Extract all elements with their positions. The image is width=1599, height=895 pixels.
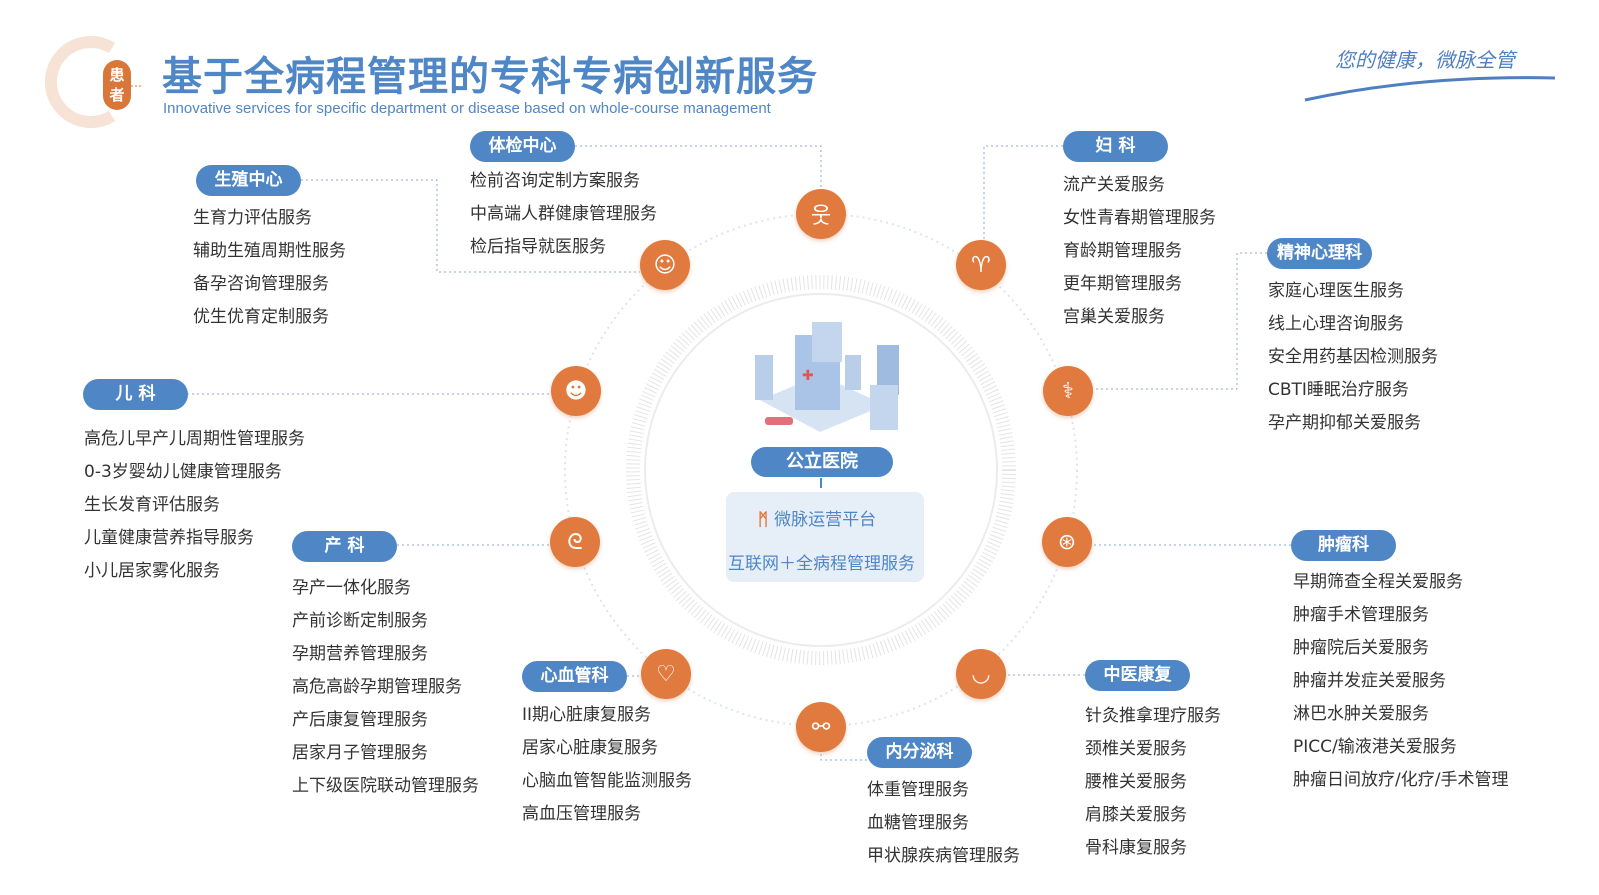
service-item: 家庭心理医生服务 bbox=[1268, 281, 1404, 301]
cell-icon: ⊛ bbox=[1042, 517, 1092, 567]
department-label: 精神心理科 bbox=[1267, 238, 1372, 269]
service-item: 早期筛查全程关爱服务 bbox=[1293, 572, 1463, 592]
service-item: 辅助生殖周期性服务 bbox=[193, 241, 346, 261]
service-list: 生育力评估服务辅助生殖周期性服务备孕咨询管理服务优生优育定制服务 bbox=[193, 202, 346, 334]
fetus-icon: ᘓ bbox=[550, 517, 600, 567]
service-item: 肿瘤日间放疗/化疗/手术管理 bbox=[1293, 770, 1509, 790]
service-list: 孕产一体化服务产前诊断定制服务孕期营养管理服务高危高龄孕期管理服务产后康复管理服… bbox=[292, 572, 479, 803]
service-item: 宫巢关爱服务 bbox=[1063, 307, 1165, 327]
uterus-icon: ♈ bbox=[956, 240, 1006, 290]
department-label: 内分泌科 bbox=[867, 737, 972, 768]
service-item: 产后康复管理服务 bbox=[292, 710, 428, 730]
service-item: 小儿居家雾化服务 bbox=[84, 561, 220, 581]
service-item: 高危高龄孕期管理服务 bbox=[292, 677, 462, 697]
page-title: 基于全病程管理的专科专病创新服务 bbox=[162, 54, 818, 100]
service-item: 安全用药基因检测服务 bbox=[1268, 347, 1438, 367]
slogan: 您的健康，微脉全管 bbox=[1335, 48, 1515, 72]
slogan-swoosh bbox=[1304, 76, 1556, 102]
service-item: 淋巴水肿关爱服务 bbox=[1293, 704, 1429, 724]
service-item: 高危儿早产儿周期性管理服务 bbox=[84, 429, 305, 449]
face-search-icon: ☺ bbox=[640, 240, 690, 290]
hospital-illustration: ✚ bbox=[755, 322, 899, 432]
service-item: 肩膝关爱服务 bbox=[1085, 805, 1187, 825]
service-item: 肿瘤手术管理服务 bbox=[1293, 605, 1429, 625]
service-item: 孕期营养管理服务 bbox=[292, 644, 428, 664]
service-item: 血糖管理服务 bbox=[867, 813, 969, 833]
service-list: 高危儿早产儿周期性管理服务 0-3岁婴幼儿健康管理服务生长发育评估服务儿童健康营养… bbox=[84, 423, 305, 588]
connectors bbox=[187, 145, 1291, 761]
service-item: 孕产一体化服务 bbox=[292, 578, 411, 598]
page-subtitle: Innovative services for specific departm… bbox=[163, 100, 771, 117]
department-label: 产 科 bbox=[292, 531, 397, 562]
service-item: 孕产期抑郁关爱服务 bbox=[1268, 413, 1421, 433]
molecule-icon: ⚯ bbox=[796, 702, 846, 752]
service-item: 生长发育评估服务 bbox=[84, 495, 220, 515]
service-list: 针灸推拿理疗服务颈椎关爱服务腰椎关爱服务肩膝关爱服务骨科康复服务 bbox=[1085, 700, 1221, 865]
department-label: 妇 科 bbox=[1063, 131, 1168, 162]
service-item: 流产关爱服务 bbox=[1063, 175, 1165, 195]
service-item: PICC/输液港关爱服务 bbox=[1293, 737, 1457, 757]
service-item: 体重管理服务 bbox=[867, 780, 969, 800]
patient-badge: 患者 bbox=[103, 60, 131, 110]
service-item: 备孕咨询管理服务 bbox=[193, 274, 329, 294]
department-label: 生殖中心 bbox=[196, 165, 301, 196]
svg-text:✚: ✚ bbox=[802, 368, 814, 384]
service-item: 更年期管理服务 bbox=[1063, 274, 1182, 294]
service-item: 0-3岁婴幼儿健康管理服务 bbox=[84, 462, 282, 482]
person-icon: 웃 bbox=[796, 189, 846, 239]
service-item: 检后指导就医服务 bbox=[470, 237, 606, 257]
service-list: 早期筛查全程关爱服务肿瘤手术管理服务肿瘤院后关爱服务肿瘤并发症关爱服务淋巴水肿关… bbox=[1293, 566, 1508, 797]
logo-arc bbox=[45, 36, 116, 128]
service-item: CBTI睡眠治疗服务 bbox=[1268, 380, 1409, 400]
department-label: 心血管科 bbox=[522, 661, 627, 692]
service-item: 生育力评估服务 bbox=[193, 208, 312, 228]
service-list: 家庭心理医生服务线上心理咨询服务安全用药基因检测服务 CBTI睡眠治疗服务孕产期抑… bbox=[1268, 275, 1438, 440]
service-list: 流产关爱服务女性青春期管理服务育龄期管理服务更年期管理服务宫巢关爱服务 bbox=[1063, 169, 1216, 334]
service-item: 针灸推拿理疗服务 bbox=[1085, 706, 1221, 726]
service-item: 腰椎关爱服务 bbox=[1085, 772, 1187, 792]
service-item: 育龄期管理服务 bbox=[1063, 241, 1182, 261]
service-item: 心脑血管智能监测服务 bbox=[522, 771, 692, 791]
service-item: 颈椎关爱服务 bbox=[1085, 739, 1187, 759]
service-item: 中高端人群健康管理服务 bbox=[470, 204, 657, 224]
platform-logo-icon: ᛗ bbox=[758, 510, 775, 530]
service-item: 甲状腺疾病管理服务 bbox=[867, 846, 1020, 866]
department-label: 肿瘤科 bbox=[1291, 530, 1396, 561]
service-item: 高血压管理服务 bbox=[522, 804, 641, 824]
department-label: 体检中心 bbox=[470, 131, 575, 162]
service-item: 骨科康复服务 bbox=[1085, 838, 1187, 858]
service-item: 上下级医院联动管理服务 bbox=[292, 776, 479, 796]
platform-label: ᛗ 微脉运营平台 bbox=[758, 505, 876, 530]
service-item: 优生优育定制服务 bbox=[193, 307, 329, 327]
baby-icon: ☻ bbox=[551, 366, 601, 416]
service-item: 肿瘤院后关爱服务 bbox=[1293, 638, 1429, 658]
service-item: 肿瘤并发症关爱服务 bbox=[1293, 671, 1446, 691]
hospital-label: 公立医院 bbox=[751, 447, 893, 477]
service-item: 检前咨询定制方案服务 bbox=[470, 171, 640, 191]
service-item: 线上心理咨询服务 bbox=[1268, 314, 1404, 334]
service-item: II期心脏康复服务 bbox=[522, 705, 652, 725]
department-label: 中医康复 bbox=[1085, 660, 1190, 691]
platform-name: 微脉运营平台 bbox=[774, 510, 877, 530]
doctor-icon: ⚕ bbox=[1043, 366, 1093, 416]
service-list: II期心脏康复服务居家心脏康复服务心脑血管智能监测服务高血压管理服务 bbox=[522, 699, 692, 831]
service-list: 检前咨询定制方案服务中高端人群健康管理服务检后指导就医服务 bbox=[470, 165, 657, 264]
heart-icon: ♡ bbox=[641, 649, 691, 699]
platform-box bbox=[726, 492, 924, 582]
service-item: 女性青春期管理服务 bbox=[1063, 208, 1216, 228]
service-list: 体重管理服务血糖管理服务甲状腺疾病管理服务 bbox=[867, 774, 1020, 873]
service-label: 互联网＋全病程管理服务 bbox=[728, 554, 915, 574]
herb-bowl-icon: ◡ bbox=[956, 649, 1006, 699]
outer-ring bbox=[564, 213, 1078, 727]
service-item: 儿童健康营养指导服务 bbox=[84, 528, 254, 548]
tick-ring bbox=[626, 275, 1016, 665]
department-label: 儿 科 bbox=[83, 379, 188, 410]
service-item: 居家心脏康复服务 bbox=[522, 738, 658, 758]
service-item: 居家月子管理服务 bbox=[292, 743, 428, 763]
service-item: 产前诊断定制服务 bbox=[292, 611, 428, 631]
